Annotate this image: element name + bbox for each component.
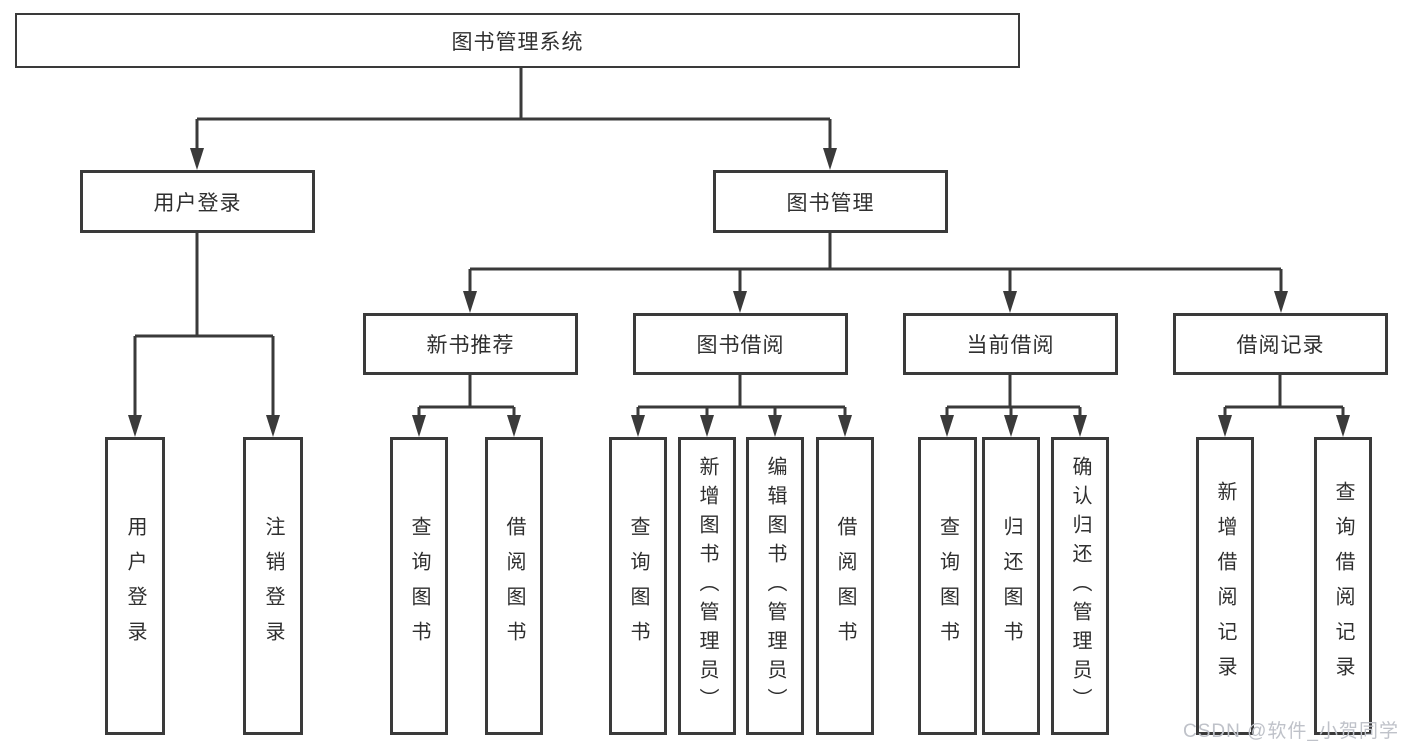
leaf-br-add-record: 新增借阅记录 bbox=[1196, 437, 1254, 735]
leaf-br-add-record-label: 新增借阅记录 bbox=[1214, 481, 1236, 691]
leaf-bb-edit-book-admin-label: 编辑图书（管理员） bbox=[764, 455, 786, 717]
node-book-borrow-label: 图书借阅 bbox=[696, 334, 785, 357]
node-root-system: 图书管理系统 bbox=[15, 13, 1020, 68]
leaf-bb-edit-book-admin: 编辑图书（管理员） bbox=[746, 437, 804, 735]
leaf-cb-query-books: 查询图书 bbox=[918, 437, 977, 735]
csdn-watermark: CSDN @软件_小贺同学 bbox=[1183, 721, 1399, 742]
node-borrow-records: 借阅记录 bbox=[1173, 313, 1388, 375]
leaf-bb-query-books-label: 查询图书 bbox=[627, 516, 649, 656]
leaf-nb-borrow-books-label: 借阅图书 bbox=[503, 516, 525, 656]
leaf-cb-confirm-return-admin: 确认归还（管理员） bbox=[1051, 437, 1109, 735]
node-current-borrow: 当前借阅 bbox=[903, 313, 1118, 375]
leaf-bb-borrow-books-label: 借阅图书 bbox=[834, 516, 856, 656]
leaf-cb-return-books: 归还图书 bbox=[982, 437, 1040, 735]
leaf-logout: 注销登录 bbox=[243, 437, 303, 735]
leaf-bb-add-book-admin: 新增图书（管理员） bbox=[678, 437, 736, 735]
leaf-br-query-record: 查询借阅记录 bbox=[1314, 437, 1372, 735]
leaf-nb-query-books-label: 查询图书 bbox=[408, 516, 430, 656]
leaf-br-query-record-label: 查询借阅记录 bbox=[1332, 481, 1354, 691]
leaf-cb-return-books-label: 归还图书 bbox=[1000, 516, 1022, 656]
node-new-book-recommend-label: 新书推荐 bbox=[426, 334, 515, 357]
node-borrow-records-label: 借阅记录 bbox=[1236, 334, 1325, 357]
node-book-management: 图书管理 bbox=[713, 170, 948, 233]
node-user-login-label: 用户登录 bbox=[153, 191, 242, 215]
leaf-bb-query-books: 查询图书 bbox=[609, 437, 667, 735]
leaf-bb-add-book-admin-label: 新增图书（管理员） bbox=[696, 455, 718, 717]
node-book-management-label: 图书管理 bbox=[786, 191, 875, 215]
leaf-nb-borrow-books: 借阅图书 bbox=[485, 437, 543, 735]
leaf-logout-label: 注销登录 bbox=[262, 516, 284, 656]
leaf-bb-borrow-books: 借阅图书 bbox=[816, 437, 874, 735]
leaf-user-login: 用户登录 bbox=[105, 437, 165, 735]
leaf-nb-query-books: 查询图书 bbox=[390, 437, 448, 735]
node-root-label: 图书管理系统 bbox=[451, 30, 584, 54]
leaf-cb-query-books-label: 查询图书 bbox=[936, 516, 959, 656]
node-new-book-recommend: 新书推荐 bbox=[363, 313, 578, 375]
node-current-borrow-label: 当前借阅 bbox=[966, 334, 1055, 357]
arrowheads bbox=[128, 148, 1350, 437]
node-book-borrow: 图书借阅 bbox=[633, 313, 848, 375]
node-user-login: 用户登录 bbox=[80, 170, 315, 233]
leaf-user-login-label: 用户登录 bbox=[124, 516, 146, 656]
leaf-cb-confirm-return-admin-label: 确认归还（管理员） bbox=[1069, 455, 1091, 717]
